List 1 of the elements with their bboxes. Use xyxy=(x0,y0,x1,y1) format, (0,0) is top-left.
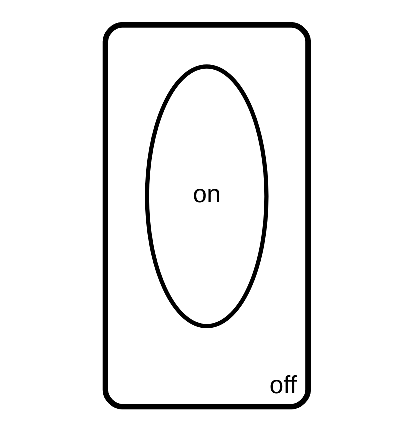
node-ellipse: on xyxy=(145,64,269,328)
